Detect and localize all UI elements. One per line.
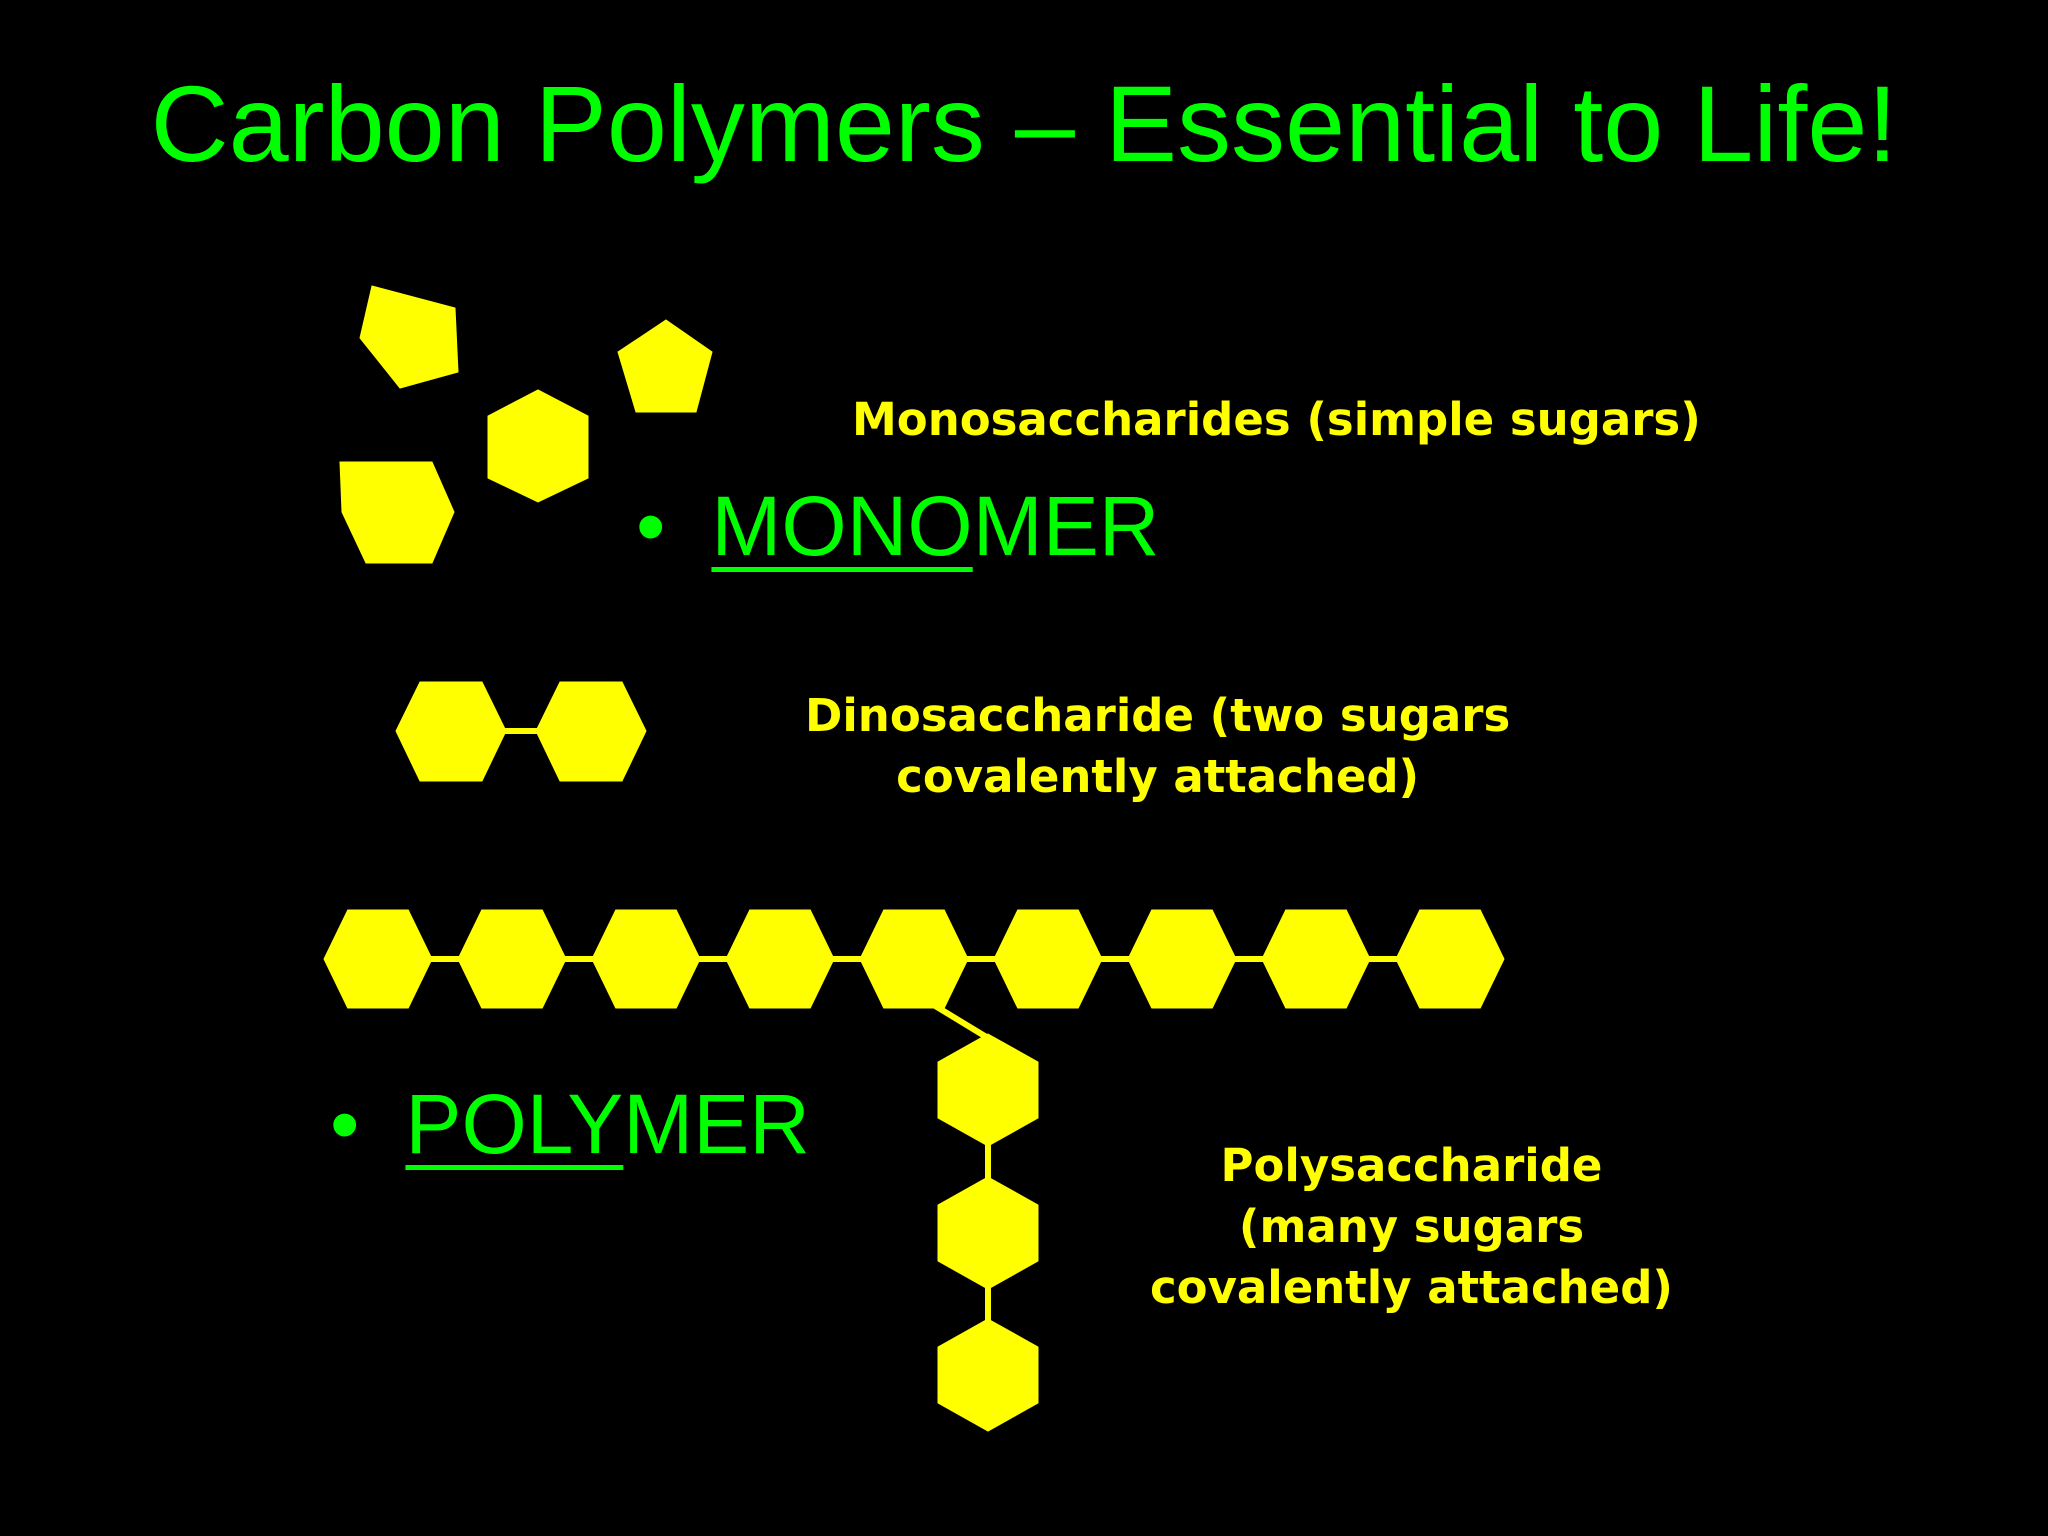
branch-bond	[930, 1001, 990, 1041]
polysaccharide-hexagon	[457, 909, 567, 1009]
polysaccharide-hexagon	[1261, 909, 1371, 1009]
monomer-suffix: MER	[972, 479, 1160, 573]
monosaccharide-pentagon-1	[359, 285, 459, 389]
polymer-suffix: MER	[623, 1077, 810, 1171]
monomer-prefix: MONO	[711, 479, 973, 573]
polysaccharide-hexagon	[1395, 909, 1505, 1009]
dinosaccharide-hexagon-2	[535, 681, 647, 782]
polysaccharide-chain	[323, 909, 1505, 1009]
polysaccharide-hexagon	[993, 909, 1103, 1009]
dinosaccharide-caption: Dinosaccharide (two sugars covalently at…	[805, 686, 1510, 808]
polysaccharide-hexagon	[591, 909, 701, 1009]
slide-title: Carbon Polymers – Essential to Life!	[150, 63, 1898, 184]
dinosaccharide-hexagon-1	[395, 681, 507, 782]
polymer-bullet: •POLYMER	[330, 1082, 810, 1166]
bullet-dot: •	[330, 1077, 360, 1171]
monosaccharides-caption: Monosaccharides (simple sugars)	[852, 390, 1701, 451]
caption-line: covalently attached)	[1150, 1260, 1673, 1314]
caption-line: covalently attached)	[896, 749, 1420, 803]
caption-line: Monosaccharides (simple sugars)	[852, 393, 1701, 446]
polysaccharide-branch	[930, 1001, 1039, 1432]
monosaccharide-hexagon-2	[339, 461, 455, 564]
polysaccharide-hexagon	[323, 909, 433, 1009]
caption-line: Dinosaccharide (two sugars	[805, 689, 1511, 742]
branch-hexagon	[937, 1033, 1039, 1147]
monomer-bullet: •MONOMER	[636, 484, 1159, 568]
polysaccharide-hexagon	[1127, 909, 1237, 1009]
monosaccharide-hexagon-1	[487, 389, 589, 503]
branch-hexagon	[937, 1318, 1039, 1432]
bullet-dot: •	[636, 479, 666, 573]
polysaccharide-hexagon	[859, 909, 969, 1009]
caption-line: (many sugars	[1238, 1199, 1585, 1253]
polymer-prefix: POLY	[405, 1077, 624, 1171]
branch-hexagon	[937, 1176, 1039, 1290]
polysaccharide-hexagon	[725, 909, 835, 1009]
caption-line: Polysaccharide	[1220, 1139, 1603, 1192]
polysaccharide-caption: Polysaccharide (many sugars covalently a…	[1150, 1136, 1673, 1318]
monosaccharide-pentagon-2	[617, 319, 713, 413]
